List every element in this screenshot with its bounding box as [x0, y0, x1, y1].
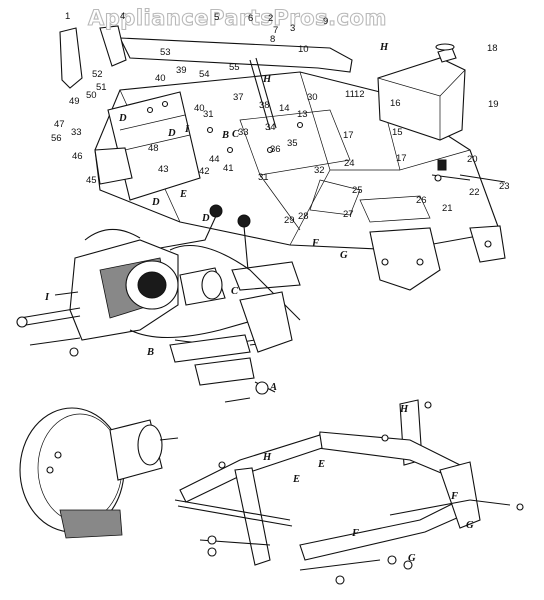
reference-letters: H H H H D D D D B B C C E E E F F F G G … [44, 42, 474, 564]
callout-47: 47 [54, 119, 65, 130]
letter-h-1: H [379, 42, 389, 53]
letter-c-1: C [232, 129, 240, 140]
callout-17-b: 17 [396, 153, 407, 164]
callout-33-a: 33 [238, 127, 249, 138]
callout-37: 37 [233, 92, 244, 103]
callout-7: 7 [273, 25, 278, 36]
callout-18: 18 [487, 43, 498, 54]
front-axle-linkage [174, 399, 524, 585]
callout-1: 1 [65, 11, 70, 22]
callout-15: 15 [392, 127, 403, 138]
callout-24: 24 [344, 158, 355, 169]
callout-52: 52 [92, 69, 103, 80]
callout-31-a: 31 [203, 109, 214, 120]
letter-d-2: D [167, 128, 176, 139]
callout-9: 9 [323, 16, 328, 27]
letter-g-1: G [340, 250, 348, 261]
watermark: AppliancePartsPros.com [88, 6, 387, 30]
callout-42: 42 [199, 166, 210, 177]
callout-43: 43 [158, 164, 169, 175]
callout-19: 19 [488, 99, 499, 110]
callout-10: 10 [298, 44, 309, 55]
letter-c-2: C [231, 286, 239, 297]
callout-51: 51 [96, 82, 107, 93]
callout-20: 20 [467, 154, 478, 165]
letter-b-2: B [146, 347, 154, 358]
callout-31-b: 31 [258, 172, 269, 183]
callout-26: 26 [416, 195, 427, 206]
callout-53: 53 [160, 47, 171, 58]
callout-55: 55 [229, 62, 240, 73]
rear-wheel [19, 407, 179, 539]
callout-6: 6 [248, 13, 253, 24]
callout-17-a: 17 [343, 130, 354, 141]
callout-38: 38 [259, 100, 270, 111]
callout-16: 16 [390, 98, 401, 109]
callout-54: 54 [199, 69, 210, 80]
callout-13: 13 [297, 109, 308, 120]
transaxle [16, 228, 301, 357]
callout-4: 4 [120, 11, 125, 22]
letter-d-4: D [201, 213, 210, 224]
letter-i-1: I [44, 292, 50, 303]
callout-50: 50 [86, 90, 97, 101]
callout-numbers: 1 2 3 4 5 6 7 8 9 10 11 12 13 14 15 16 1… [51, 11, 510, 226]
callout-22: 22 [469, 187, 480, 198]
callout-35: 35 [287, 138, 298, 149]
callout-8: 8 [270, 34, 275, 45]
callout-45: 45 [86, 175, 97, 186]
letter-d-3: D [151, 197, 160, 208]
fuel-tank [377, 43, 466, 141]
callout-3: 3 [290, 23, 295, 34]
fuel-fitting [431, 159, 506, 183]
letter-e-2: E [317, 459, 325, 470]
callout-40-a: 40 [155, 73, 166, 84]
callout-36: 36 [270, 144, 281, 155]
letter-e-3: E [292, 474, 300, 485]
letter-i-2: I [184, 124, 190, 135]
callout-44: 44 [209, 154, 220, 165]
callout-12: 12 [354, 89, 365, 100]
callout-28: 28 [298, 211, 309, 222]
letter-d-1: D [118, 113, 127, 124]
callout-56: 56 [51, 133, 62, 144]
callout-29: 29 [284, 215, 295, 226]
callout-21: 21 [442, 203, 453, 214]
callout-11: 11 [345, 89, 355, 100]
callout-40-b: 40 [194, 103, 205, 114]
letter-h-2: H [262, 74, 272, 85]
callout-14: 14 [279, 103, 290, 114]
letter-h-3: H [399, 404, 409, 415]
callout-46: 46 [72, 151, 83, 162]
callout-2: 2 [268, 13, 273, 24]
hydraulic-cylinder [169, 291, 293, 403]
letter-f-1: F [311, 238, 319, 249]
letter-g-2: G [466, 520, 474, 531]
callout-33-b: 33 [71, 127, 82, 138]
letter-a-1: A [269, 382, 277, 393]
callout-48: 48 [148, 143, 159, 154]
callout-27: 27 [343, 209, 354, 220]
letter-b-1: B [221, 130, 229, 141]
letter-g-3: G [408, 553, 416, 564]
callout-5: 5 [214, 12, 219, 23]
callout-49: 49 [69, 96, 80, 107]
callout-25: 25 [352, 185, 363, 196]
callout-39: 39 [176, 65, 187, 76]
callout-32: 32 [314, 165, 325, 176]
letter-h-4: H [262, 452, 272, 463]
callout-34: 34 [265, 122, 276, 133]
letter-f-2: F [450, 491, 458, 502]
letter-f-3: F [351, 528, 359, 539]
callout-23: 23 [499, 181, 510, 192]
callout-41: 41 [223, 163, 234, 174]
callout-30: 30 [307, 92, 318, 103]
letter-e-1: E [179, 189, 187, 200]
